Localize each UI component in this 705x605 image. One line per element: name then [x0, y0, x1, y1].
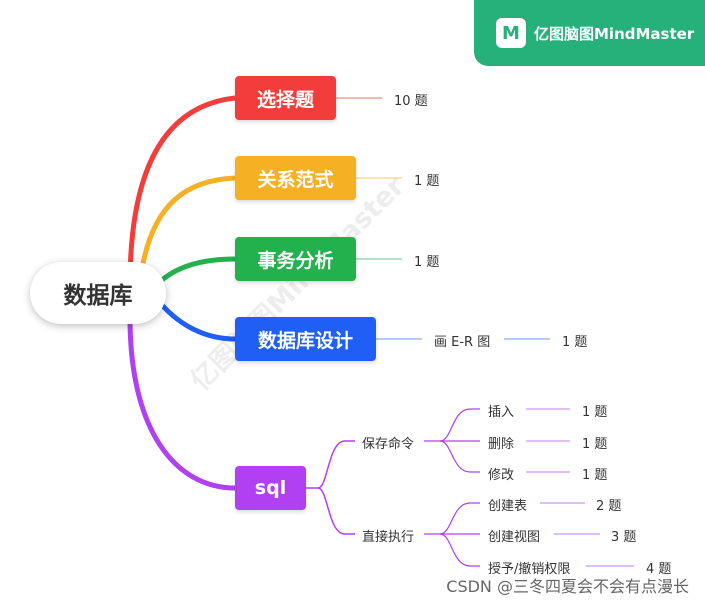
mindmaster-logo-icon: M [496, 18, 526, 48]
sql-item-delete[interactable]: 删除 [488, 437, 515, 452]
sql-item-grant-revoke[interactable]: 授予/撤销权限 [488, 562, 571, 577]
csdn-credit: CSDN @三冬四夏会不会有点漫长 [446, 577, 689, 596]
root-node[interactable]: 数据库 [30, 262, 166, 324]
branch-node-sql[interactable]: sql [235, 466, 306, 510]
sql-item-insert-count[interactable]: 1 题 [582, 405, 608, 420]
sql-group-saved[interactable]: 保存命令 [362, 437, 415, 452]
leaf-er-diagram[interactable]: 画 E-R 图 [434, 335, 491, 350]
sql-group-direct[interactable]: 直接执行 [362, 530, 415, 545]
sql-item-create-view[interactable]: 创建视图 [488, 530, 541, 545]
sql-item-update[interactable]: 修改 [488, 468, 515, 483]
sql-item-create-table[interactable]: 创建表 [488, 499, 528, 514]
leaf-choice-count[interactable]: 10 题 [394, 94, 428, 109]
sql-item-create-view-count[interactable]: 3 题 [611, 530, 637, 545]
sql-item-insert[interactable]: 插入 [488, 405, 515, 420]
leaf-er-count[interactable]: 1 题 [562, 335, 588, 350]
sql-item-grant-revoke-count[interactable]: 4 题 [646, 562, 672, 577]
leaf-transaction-count[interactable]: 1 题 [414, 255, 440, 270]
branch-node-transaction[interactable]: 事务分析 [235, 237, 356, 281]
sql-item-delete-count[interactable]: 1 题 [582, 437, 608, 452]
branch-node-choice[interactable]: 选择题 [235, 76, 336, 120]
leaf-normal-form-count[interactable]: 1 题 [414, 174, 440, 189]
sql-item-update-count[interactable]: 1 题 [582, 468, 608, 483]
branch-node-normal-form[interactable]: 关系范式 [235, 156, 356, 200]
sql-item-create-table-count[interactable]: 2 题 [596, 499, 622, 514]
brand-name: 亿图脑图MindMaster [534, 24, 695, 43]
branch-node-db-design[interactable]: 数据库设计 [235, 317, 376, 361]
brand-banner: M 亿图脑图MindMaster [474, 0, 705, 66]
